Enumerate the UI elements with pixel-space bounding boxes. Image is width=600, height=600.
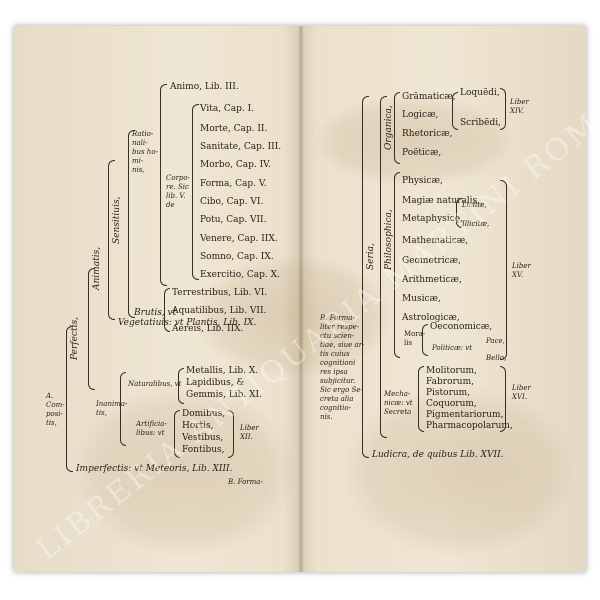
brace [456,198,462,228]
vegetatiuis-label: Vegetatiuis: vt Plantis, Lib. IX. [118,318,257,328]
corpore-label: Corpo- re. Sic lib. V. de [166,174,190,209]
brace [362,96,369,458]
corpore-item: Cibo, Cap. VI. [200,197,264,207]
catchword: B. Forma- [228,478,263,486]
organica-item: Rhetoricæ, [402,129,453,139]
artificialibus-item: Fontibus, [182,445,225,455]
artificialibus-item: Hortis, [182,421,214,431]
organica-item: Poëticæ, [402,148,442,158]
philosophica-item: Geometricæ, [402,256,461,266]
water-stain [194,256,394,376]
water-stain [74,386,294,556]
brutis-item: Aereis, Lib. IIX. [172,324,244,334]
brace [120,372,126,446]
loquendi-item: Loquēdi, [460,88,500,98]
corpore-item: Morbo, Cap. IV. [200,160,271,170]
mechanicae-item: Coquorum, [426,399,477,409]
liber-xv-label: Liber XV. [512,262,531,279]
corpore-item: Exercitio, Cap. X. [200,270,280,280]
sensitiuis-label: Sensitiuis, [112,196,122,244]
philosophica-item: Metaphysicę, [402,214,463,224]
oeconomicae-item: Oeconomicæ, [430,322,493,332]
corpore-item: Sanitate, Cap. III. [200,142,282,152]
artificialibus-item: Domibus, [182,409,226,419]
inanimatis-label: Inanima- tis, [96,400,128,417]
brace [108,160,115,320]
mechanicae-label: Mecha- nicæ: vt Secreta [384,390,413,416]
brace [394,172,400,358]
naturalibus-item: Gemmis, Lib. XI. [186,390,262,400]
brutis-item: Aquatilibus, Lib. VII. [172,306,267,316]
seria-label: Seria, [366,243,376,270]
pace-item: Pace, [486,337,505,345]
brutis-item: Terrestribus, Lib. VI. [172,288,268,298]
ludicra-label: Ludicra, de quibus Lib. XVII. [372,450,504,460]
corpore-item: Morte, Cap. II. [200,124,268,134]
naturalibus-item: Lapidibus, & [186,378,245,388]
bello-item: Bello, [486,354,507,362]
brace [160,84,167,286]
organica-item: Logicæ, [402,110,439,120]
open-book [14,26,586,572]
brace [192,104,199,280]
liber-xiv-label: Liber XIV. [510,98,529,115]
a-compositis-label: A. Com- posi- tis, [46,392,65,427]
philosophica-item: Mathematicæ, [402,236,469,246]
mechanicae-item: Pigmentariorum, [426,410,504,420]
naturalibus-label: Naturalibus, vt [128,380,182,388]
animatis-label: Animatis, [92,246,102,290]
corpore-item: Somno, Cap. IX. [200,252,274,262]
brace [178,368,184,404]
brace [418,366,424,432]
brace [88,268,95,390]
mechanicae-item: Pistorum, [426,388,471,398]
animo-item: Animo, Lib. III. [170,82,239,92]
philosophica-item: Physicæ, [402,176,443,186]
organica-item: Grāmaticæ, [402,92,456,102]
book-gutter [298,26,304,572]
naturalibus-item: Metallis, Lib. X. [186,366,259,376]
corpore-item: Potu, Cap. VII. [200,215,267,225]
licitae-item: Licitæ, [462,201,487,209]
illicitae-item: Illicitæ, [462,220,490,228]
brutis-label: Brutis, vt [134,308,177,318]
moralis-label: Mora- lis [404,330,426,347]
mechanicae-item: Fabrorum, [426,377,474,387]
perfectis-label: Perfectis, [70,317,80,360]
corpore-item: Venere, Cap. IIX. [200,234,278,244]
corpore-item: Forma, Cap. V. [200,179,267,189]
b-formaliter-label: B. Forma- liter respe- ctu scien- tiae, … [320,314,365,421]
mechanicae-item: Molitorum, [426,366,477,376]
brace [452,92,458,130]
rationalibus-label: Ratio- nali- bus ho- mi- nis, [132,130,158,174]
politicae-item: Politicæ: vt [432,344,473,352]
brace [174,410,180,458]
scribendi-item: Scribēdi, [460,118,501,128]
brace [164,288,170,332]
brace [66,326,73,472]
water-stain [314,96,514,186]
artificialibus-label: Artificia- libus: vt [136,420,167,437]
philosophica-item: Arithmeticæ, [402,275,462,285]
brace [500,366,506,432]
imperfectis-label: Imperfectis: vt Meteoris, Lib. XIII. [76,464,233,474]
brace [380,96,387,438]
philosophica-item: Astrologicæ, [402,313,460,323]
artificialibus-item: Vestibus, [182,433,224,443]
liber-xii-label: Liber XII. [240,424,259,441]
water-stain [344,386,574,556]
brace [500,88,506,130]
brace [394,92,400,164]
corpore-item: Vita, Cap. I. [200,104,255,114]
brace [128,130,135,318]
brace [422,324,428,356]
organica-label: Organica, [384,105,394,150]
mechanicae-item: Pharmacopolarum, [426,421,513,431]
philosophica-item: Magiæ naturalis, [402,196,481,206]
liber-xvi-label: Liber XVI. [512,384,531,401]
philosophica-item: Musicæ, [402,294,441,304]
